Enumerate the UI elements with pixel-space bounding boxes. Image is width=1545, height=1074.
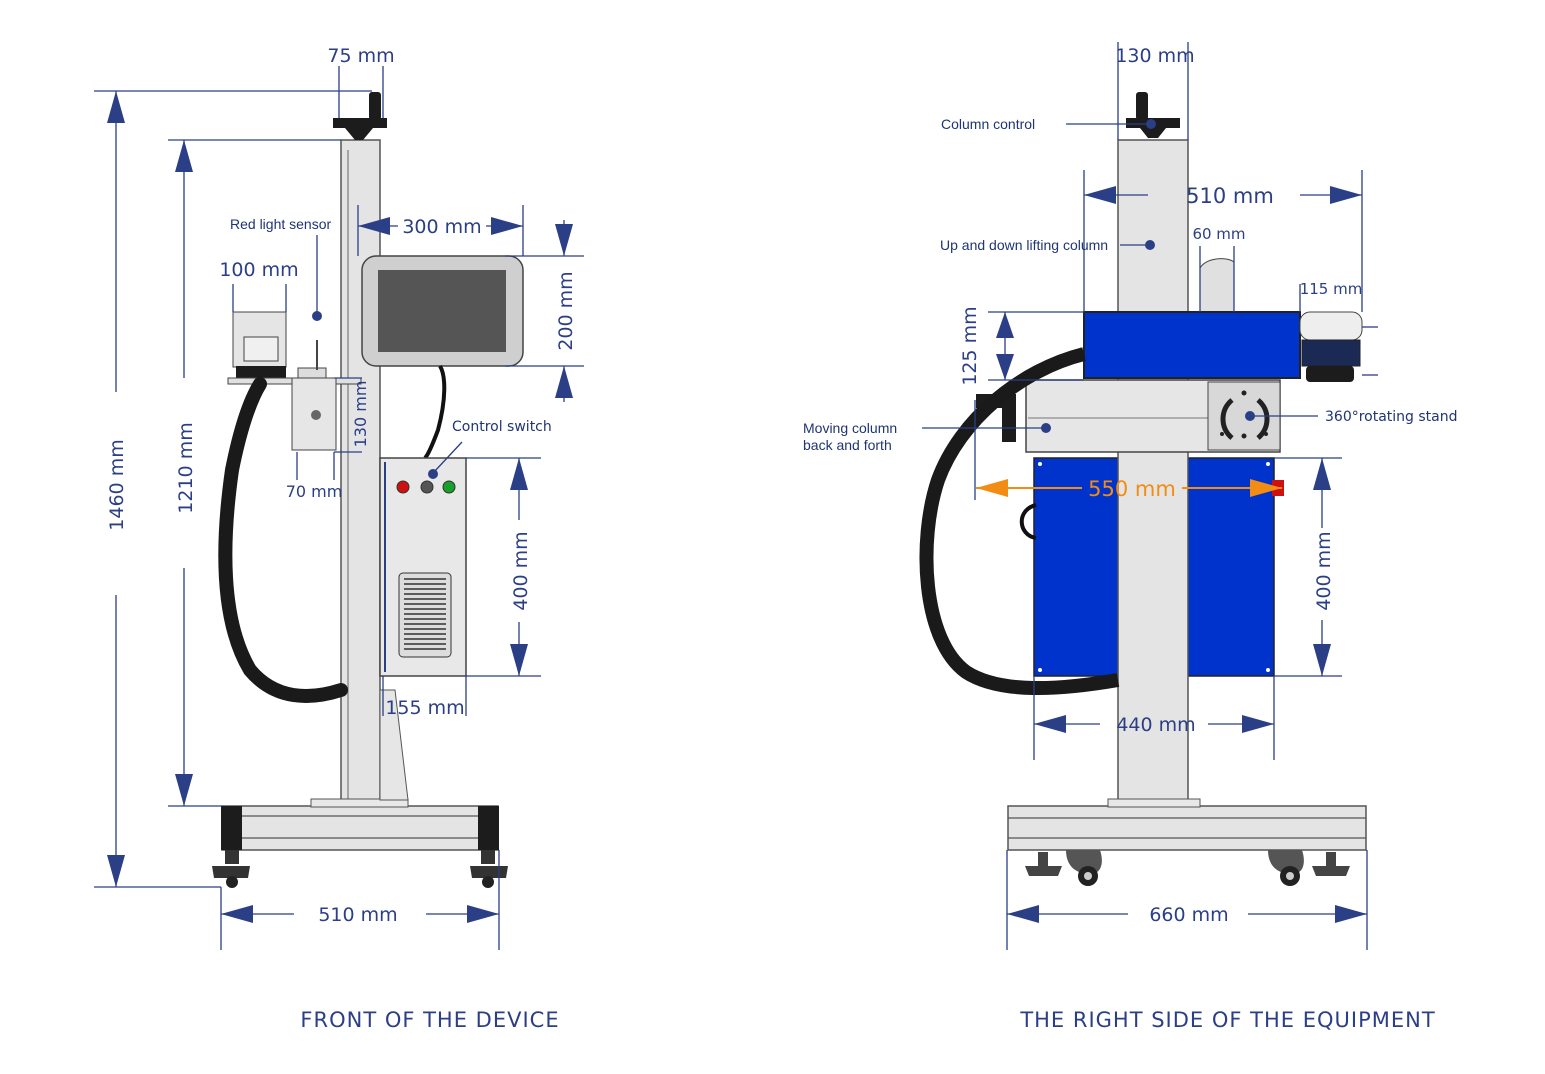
- dim-cabinet-height: 400 mm: [510, 531, 532, 610]
- front-dimensions: 1460 mm 1210 mm 75 mm 300 mm: [94, 45, 584, 950]
- front-cabinet: [379, 457, 467, 677]
- side-column: [1107, 92, 1201, 808]
- label-column-control: Column control: [941, 116, 1035, 132]
- dim-side-cabinet-height: 400 mm: [1313, 531, 1335, 610]
- grey-switch: [420, 480, 434, 494]
- dim-total-height: 1460 mm: [106, 439, 128, 530]
- dim-side-top-width: 130 mm: [1115, 45, 1194, 67]
- dim-side-cabinet-width: 440 mm: [1116, 714, 1195, 736]
- front-control-screen: [361, 255, 524, 460]
- side-view: 130 mm 510 mm 60 mm 115 mm 125 mm: [803, 42, 1458, 1032]
- red-switch: [396, 480, 410, 494]
- dim-top-width: 75 mm: [327, 45, 394, 67]
- dim-head-height: 125 mm: [959, 306, 981, 385]
- caption-side: THE RIGHT SIDE OF THE EQUIPMENT: [1019, 1008, 1435, 1032]
- dim-head-thickness: 60 mm: [1192, 225, 1245, 243]
- label-rotating-stand: 360°rotating stand: [1325, 409, 1458, 425]
- dim-sensor-width: 100 mm: [219, 259, 298, 281]
- dim-cabinet-depth: 155 mm: [385, 697, 464, 719]
- dim-head-width: 510 mm: [1186, 184, 1274, 208]
- dim-travel: 550 mm: [1088, 477, 1176, 501]
- label-moving-column-2: back and forth: [803, 437, 892, 453]
- front-laser-head: [218, 311, 362, 703]
- dim-screen-width: 300 mm: [402, 216, 481, 238]
- dim-column-height: 1210 mm: [175, 422, 197, 513]
- label-moving-column-1: Moving column: [803, 420, 897, 436]
- dim-nozzle-width: 115 mm: [1300, 280, 1363, 298]
- dim-mount-width: 70 mm: [286, 482, 343, 501]
- side-base: [1007, 805, 1367, 886]
- side-labels: Column control Up and down lifting colum…: [803, 116, 1458, 453]
- side-dimensions: 130 mm 510 mm 60 mm 115 mm 125 mm: [959, 42, 1378, 950]
- dim-mount-height: 130 mm: [351, 381, 370, 448]
- green-switch: [442, 480, 456, 494]
- front-base: [212, 805, 508, 888]
- front-labels: Red light sensor Control switch: [230, 216, 552, 479]
- front-column: [310, 92, 409, 808]
- dim-screen-height: 200 mm: [555, 271, 577, 350]
- label-red-light-sensor: Red light sensor: [230, 216, 332, 232]
- vent-grille: [404, 578, 446, 650]
- caption-front: FRONT OF THE DEVICE: [300, 1008, 559, 1032]
- front-view: 1460 mm 1210 mm 75 mm 300 mm: [94, 45, 584, 1032]
- side-head: [919, 258, 1363, 696]
- label-lifting-column: Up and down lifting column: [940, 237, 1108, 253]
- label-control-switch: Control switch: [452, 419, 552, 435]
- dim-side-base-width: 660 mm: [1149, 904, 1228, 926]
- dim-base-width: 510 mm: [318, 904, 397, 926]
